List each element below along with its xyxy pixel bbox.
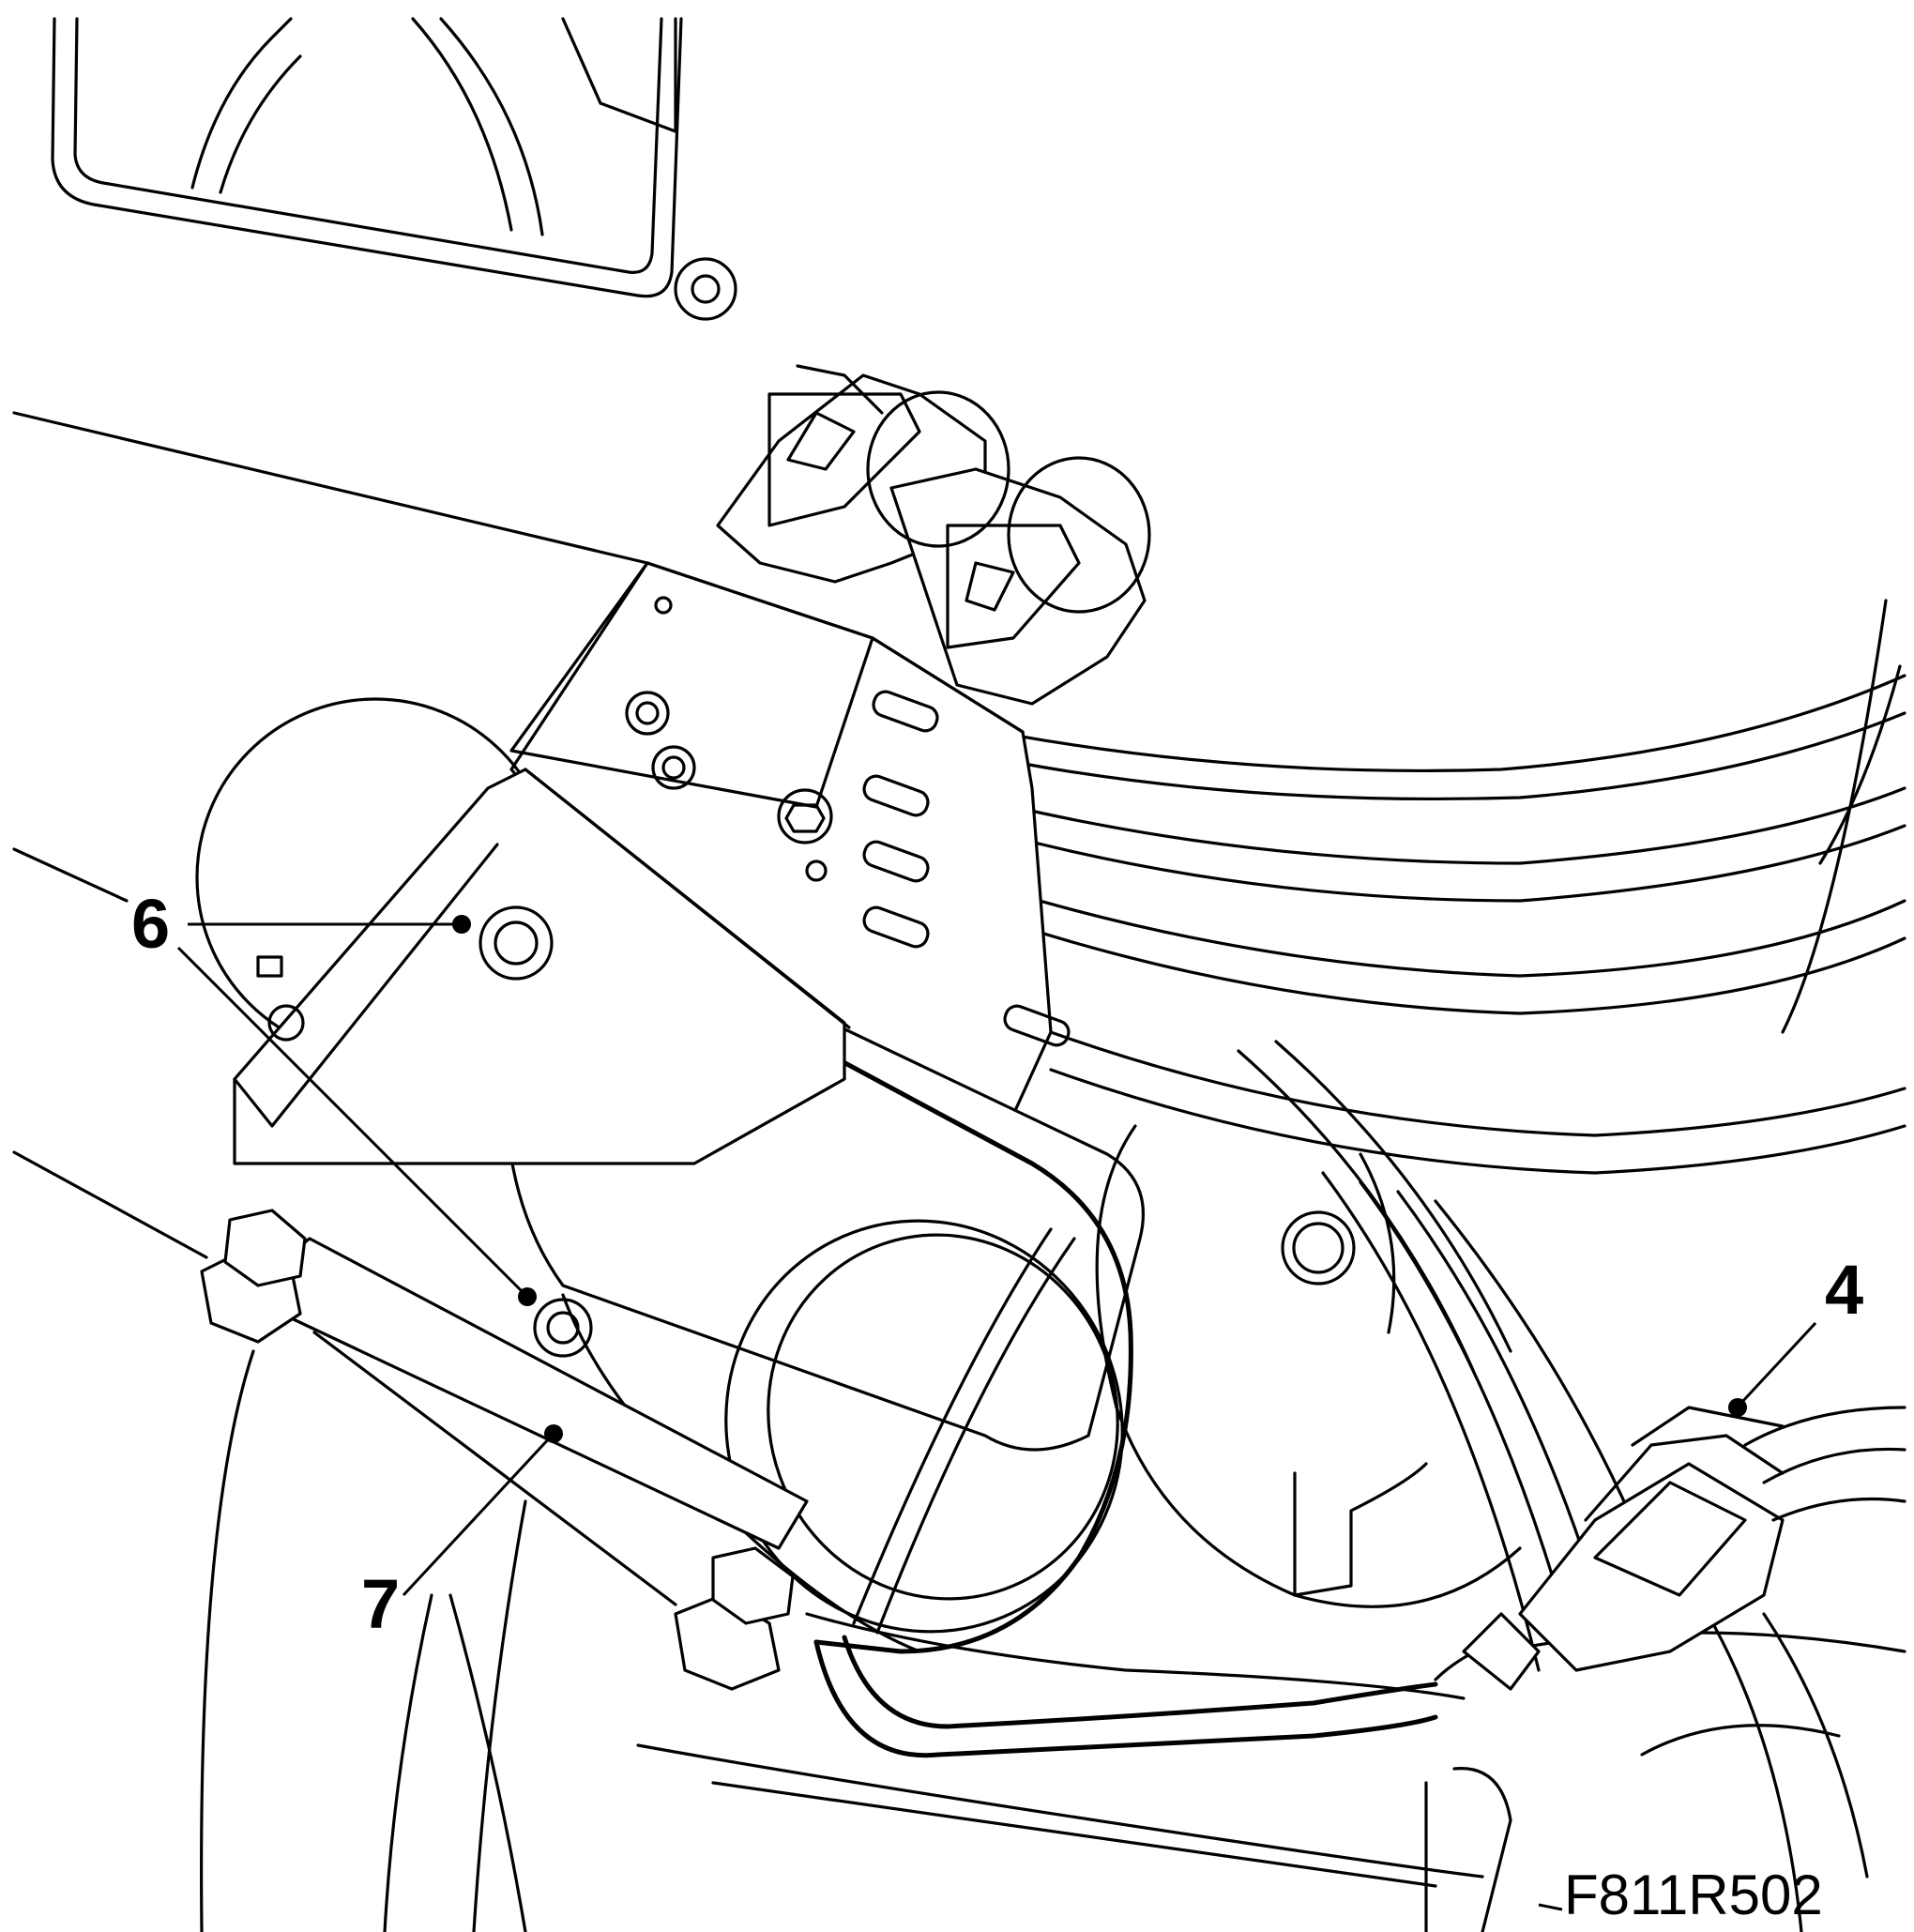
leader-dot-6-top — [452, 915, 471, 934]
cable-bundle — [918, 674, 1906, 1672]
upper-frame — [51, 17, 737, 321]
leader-dot-6-bottom — [518, 1287, 537, 1306]
leader-dot-7 — [544, 1424, 563, 1443]
callout-4: 4 — [1825, 1251, 1863, 1329]
callout-leaders — [176, 915, 1817, 1911]
pump-housing — [1095, 1124, 1522, 1608]
leader-4 — [1739, 1321, 1817, 1405]
callout-7: 7 — [361, 1565, 400, 1643]
air-line-fittings — [862, 690, 1071, 1047]
wrench-tool — [200, 1209, 809, 1932]
leader-dot-4 — [1728, 1398, 1747, 1417]
harness-connector — [813, 1406, 1906, 1758]
leader-7 — [402, 1434, 554, 1597]
background-lines — [12, 411, 1902, 1259]
mounting-bracket — [233, 768, 851, 1358]
leader-figure-id — [1538, 1903, 1563, 1911]
figure-id-label: F811R502 — [1564, 1864, 1823, 1926]
valve-block — [509, 364, 1151, 1137]
callout-6: 6 — [131, 885, 170, 963]
leader-6-bottom — [176, 946, 527, 1297]
